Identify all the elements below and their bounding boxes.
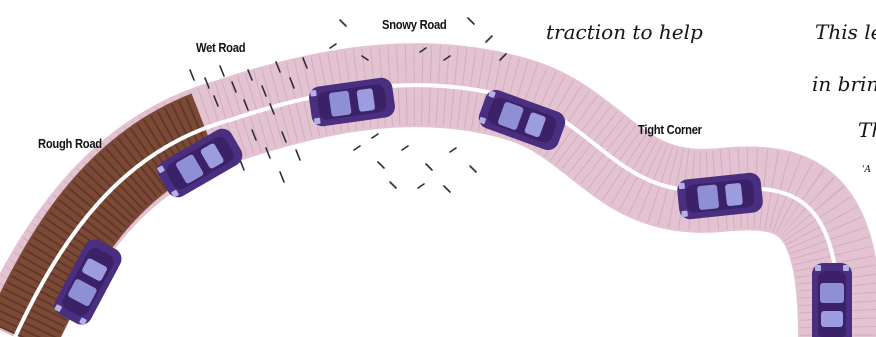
snowy-road-label: Snowy Road [382,17,447,32]
car-icon [812,263,852,337]
body-text-line-2: in brin [812,72,876,96]
wet-road-label: Wet Road [196,40,245,55]
body-text-line-1: This le [815,20,876,44]
footnote-text: 'A [862,165,871,175]
body-text-traction: traction to help [546,20,703,44]
rough-road-label: Rough Road [38,136,102,151]
body-text-line-3: Th [858,118,876,142]
tight-corner-label: Tight Corner [638,122,702,137]
